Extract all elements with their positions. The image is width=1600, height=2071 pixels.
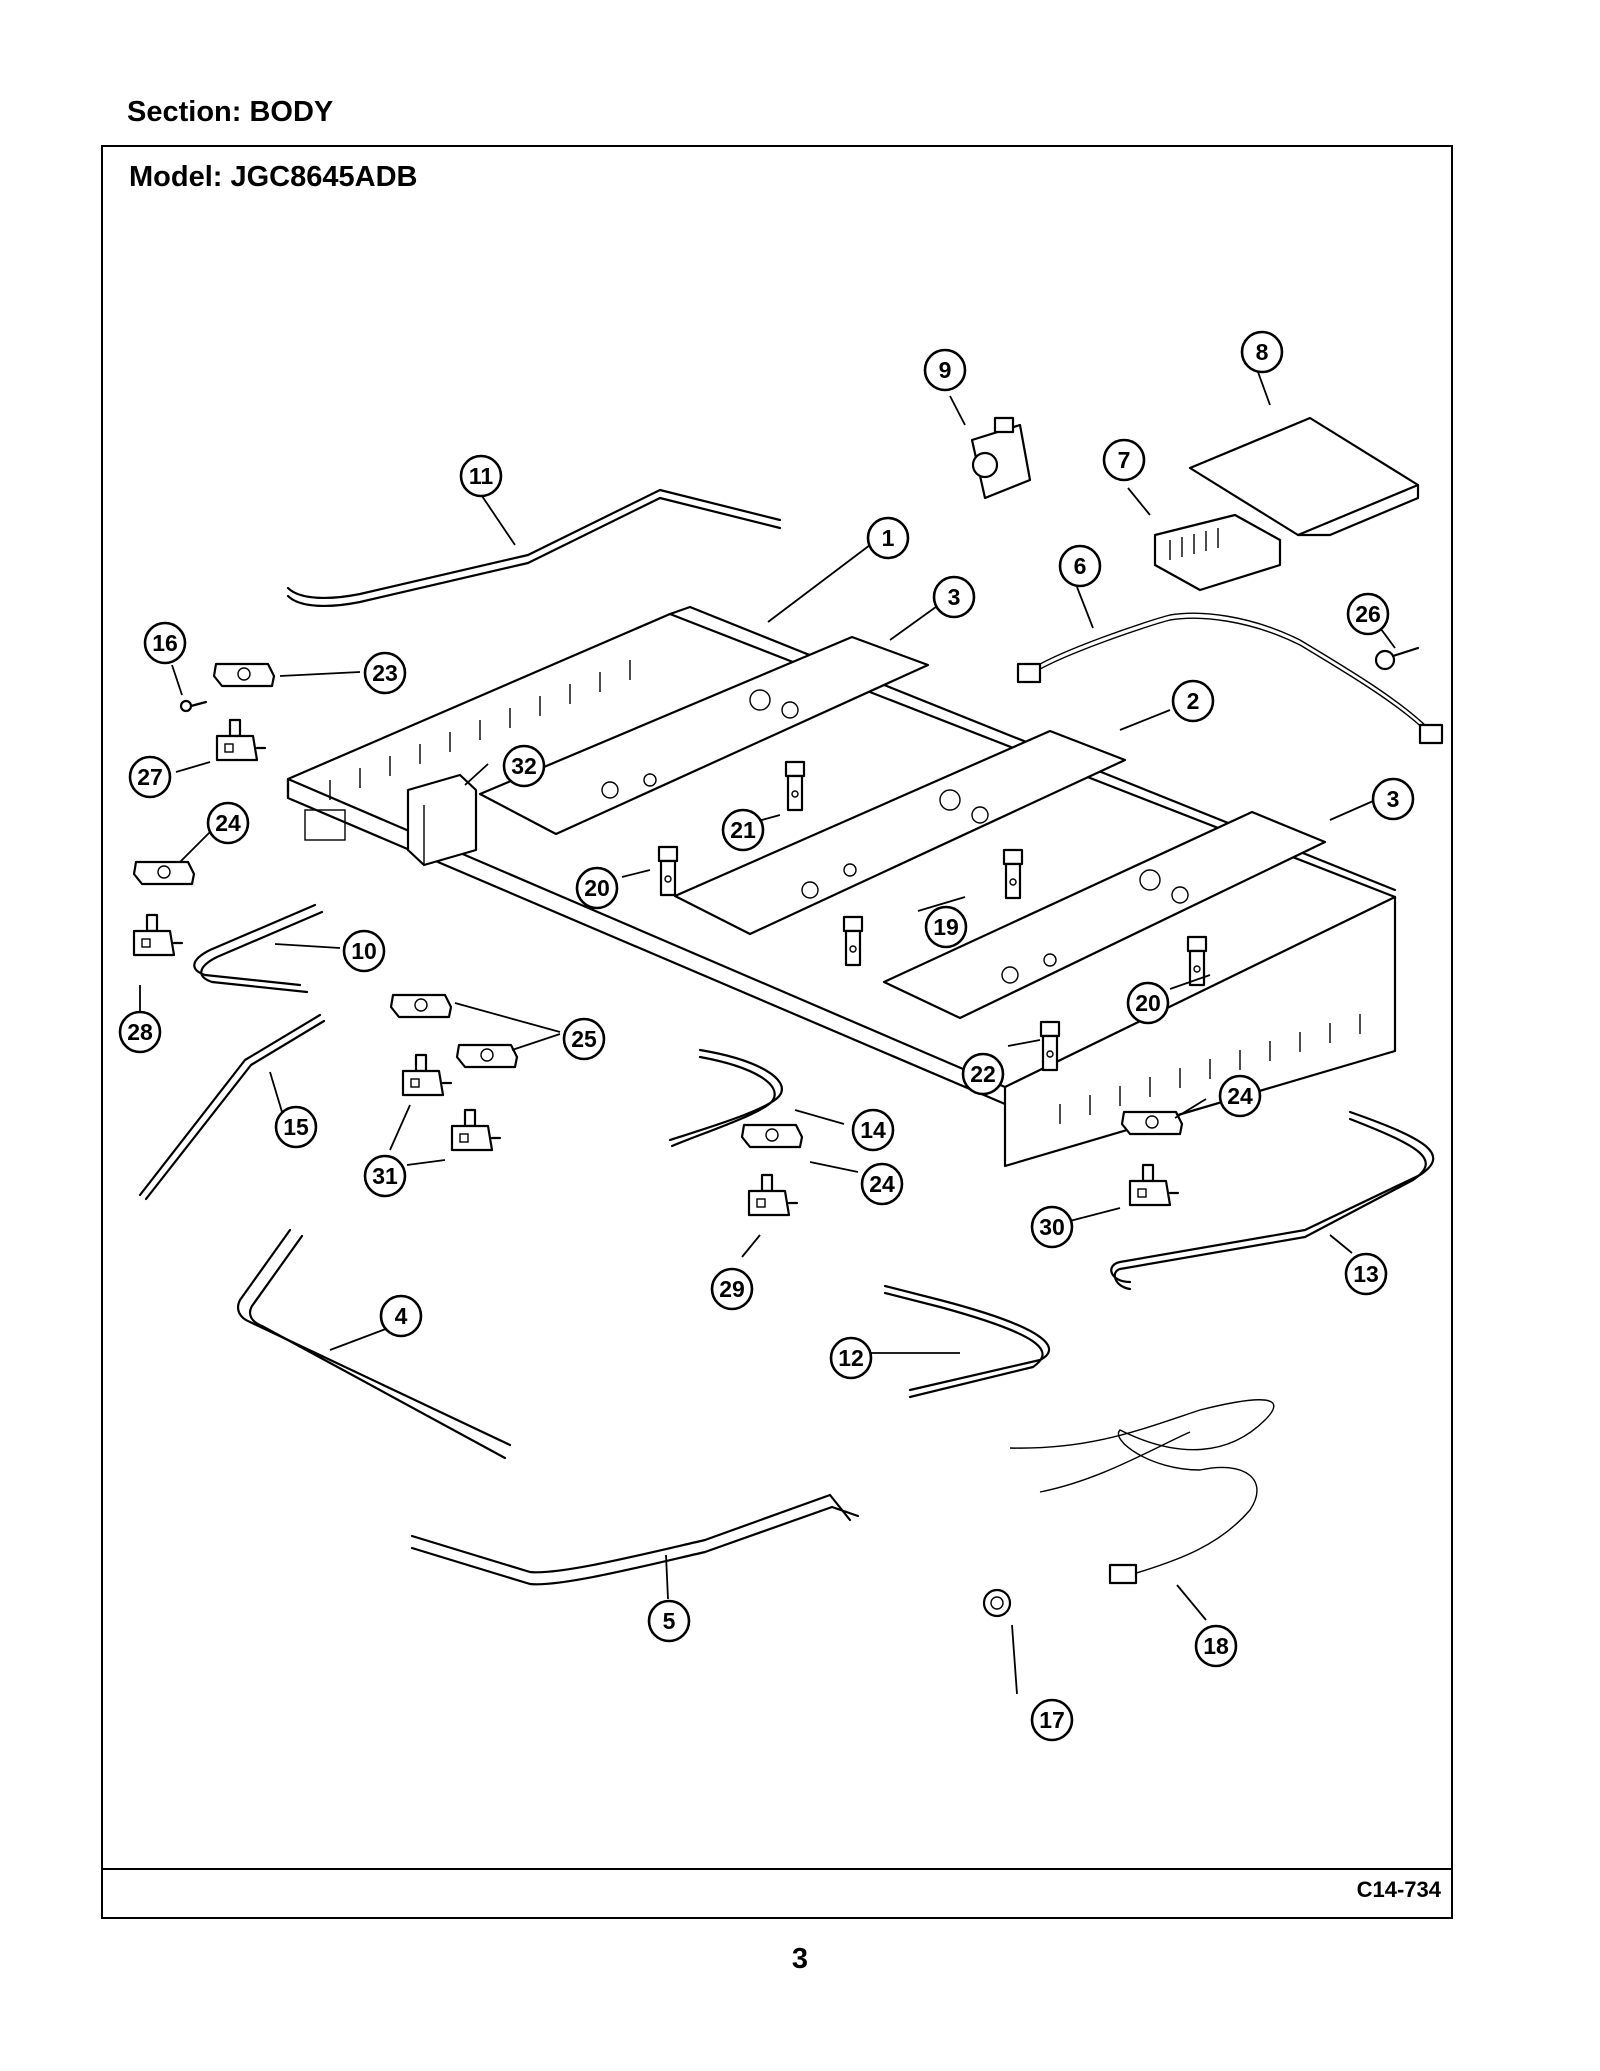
callout-10: 10	[342, 929, 386, 973]
diagram-frame: Model: JGC8645ADB C14-734	[101, 145, 1453, 1919]
svg-text:8: 8	[1256, 339, 1269, 365]
callout-12: 12	[829, 1336, 873, 1380]
callout-24: 24	[860, 1162, 904, 1206]
svg-text:14: 14	[860, 1117, 886, 1143]
spark-module	[1153, 513, 1282, 592]
cover-plate	[1188, 416, 1420, 537]
screw	[1374, 646, 1420, 671]
svg-text:24: 24	[1227, 1083, 1253, 1109]
callout-21: 21	[721, 808, 765, 852]
support-plates	[478, 635, 1327, 1020]
svg-text:24: 24	[869, 1171, 895, 1197]
svg-text:13: 13	[1353, 1261, 1379, 1287]
svg-text:12: 12	[838, 1345, 864, 1371]
footer-divider	[103, 1868, 1451, 1870]
callout-32: 32	[502, 744, 546, 788]
callout-2: 2	[1171, 679, 1215, 723]
page-number: 3	[791, 1943, 809, 1975]
callout-18: 18	[1194, 1624, 1238, 1668]
svg-text:7: 7	[1118, 447, 1131, 473]
callout-16: 16	[143, 621, 187, 665]
callout-22: 22	[961, 1052, 1005, 1096]
svg-text:27: 27	[137, 764, 163, 790]
callout-19: 19	[924, 905, 968, 949]
model-title: Model: JGC8645ADB	[129, 161, 418, 193]
callout-14: 14	[851, 1108, 895, 1152]
leader-lines	[139, 371, 1396, 1695]
svg-text:23: 23	[372, 660, 398, 686]
callout-30: 30	[1030, 1205, 1074, 1249]
burner-box	[406, 773, 478, 867]
svg-text:3: 3	[948, 584, 961, 610]
svg-text:31: 31	[372, 1163, 398, 1189]
gas-tubes	[138, 488, 1435, 1399]
callout-17: 17	[1030, 1698, 1074, 1742]
callout-4: 4	[379, 1294, 423, 1338]
callout-5: 5	[647, 1599, 691, 1643]
callout-29: 29	[710, 1267, 754, 1311]
svg-text:26: 26	[1355, 601, 1381, 627]
svg-text:17: 17	[1039, 1707, 1065, 1733]
callout-3: 3	[1371, 777, 1415, 821]
callout-20: 20	[575, 866, 619, 910]
callout-20: 20	[1126, 981, 1170, 1025]
svg-text:15: 15	[283, 1114, 309, 1140]
svg-text:28: 28	[127, 1019, 153, 1045]
callout-24: 24	[206, 801, 250, 845]
callout-28: 28	[118, 1010, 162, 1054]
callout-27: 27	[128, 755, 172, 799]
section-title: Section: BODY	[127, 96, 334, 128]
svg-text:21: 21	[730, 817, 756, 843]
callout-11: 11	[459, 454, 503, 498]
callout-26: 26	[1346, 592, 1390, 636]
power-cord	[982, 1399, 1275, 1618]
callout-8: 8	[1240, 330, 1284, 374]
diagram-code: C14-734	[1356, 1877, 1441, 1902]
svg-text:32: 32	[511, 753, 537, 779]
callout-13: 13	[1344, 1252, 1388, 1296]
svg-text:29: 29	[719, 1276, 745, 1302]
svg-text:10: 10	[351, 938, 377, 964]
svg-text:1: 1	[882, 525, 895, 551]
svg-text:16: 16	[152, 630, 178, 656]
svg-text:2: 2	[1187, 688, 1200, 714]
callout-1: 1	[866, 516, 910, 560]
callout-24: 24	[1218, 1074, 1262, 1118]
svg-text:19: 19	[933, 914, 959, 940]
callout-9: 9	[923, 348, 967, 392]
wire-harness	[1016, 612, 1444, 745]
svg-text:18: 18	[1203, 1633, 1229, 1659]
svg-text:3: 3	[1387, 786, 1400, 812]
callout-15: 15	[274, 1105, 318, 1149]
svg-text:6: 6	[1074, 553, 1087, 579]
callout-31: 31	[363, 1154, 407, 1198]
svg-text:20: 20	[584, 875, 610, 901]
callout-25: 25	[562, 1017, 606, 1061]
svg-text:20: 20	[1135, 990, 1161, 1016]
svg-text:11: 11	[469, 463, 494, 489]
svg-text:25: 25	[571, 1026, 597, 1052]
callout-23: 23	[363, 651, 407, 695]
pressure-regulator	[970, 416, 1032, 500]
svg-text:4: 4	[395, 1303, 408, 1329]
callout-3: 3	[932, 575, 976, 619]
svg-text:30: 30	[1039, 1214, 1065, 1240]
small-screw	[179, 699, 208, 713]
bent-tubes	[236, 1228, 860, 1586]
svg-text:9: 9	[939, 357, 952, 383]
svg-text:22: 22	[970, 1061, 996, 1087]
callout-6: 6	[1058, 544, 1102, 588]
svg-text:5: 5	[663, 1608, 676, 1634]
callout-7: 7	[1102, 438, 1146, 482]
svg-text:24: 24	[215, 810, 241, 836]
